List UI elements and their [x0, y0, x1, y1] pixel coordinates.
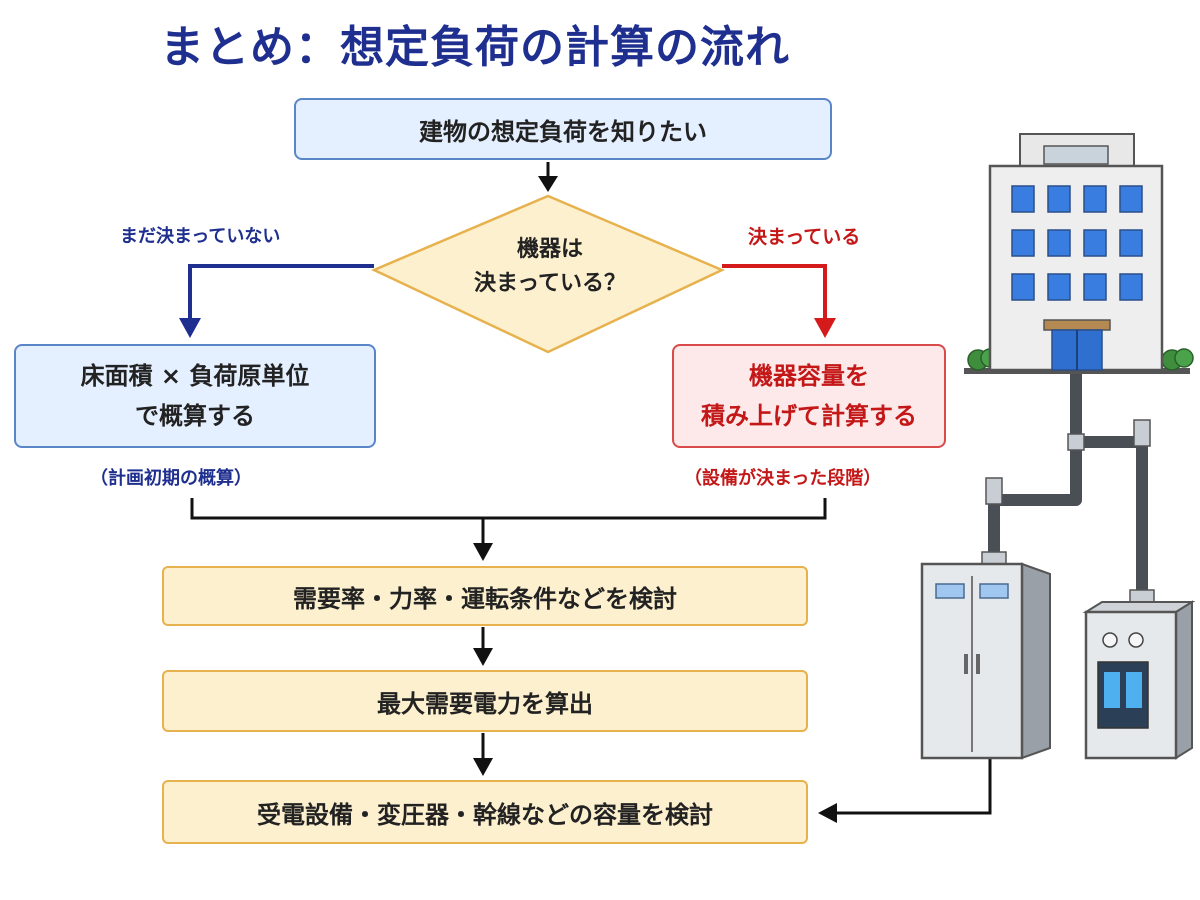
step-demand-factor-text: 需要率・力率・運転条件などを検討	[293, 584, 677, 613]
equipment-sum-note: （設備が決まった段階）	[684, 468, 882, 489]
arrowhead-merge-down	[473, 543, 493, 561]
step-capacity-review: 受電設備・変圧器・幹線などの容量を検討	[162, 780, 808, 844]
arrow-left-branch	[188, 264, 374, 320]
electrical-cubicle-icon	[920, 562, 1051, 760]
step-max-demand-text: 最大需要電力を算出	[377, 689, 593, 718]
cable-conduit-joint-icon	[981, 419, 1155, 605]
control-panel-icon	[1082, 600, 1196, 760]
diagram-title: まとめ：想定負荷の計算の流れ	[160, 22, 790, 73]
cable-conduit-icon	[988, 374, 1148, 600]
arrowhead-step2-to-step3	[473, 758, 493, 776]
branch-right-label: 決まっている	[748, 226, 861, 248]
arrowhead-start-to-decision	[538, 176, 558, 192]
branch-left-label: まだ決まっていない	[120, 226, 281, 247]
decision-text: 機器は 決まっている？	[473, 237, 627, 296]
arrowhead-equipment-to-step3	[818, 803, 837, 823]
start-box: 建物の想定負荷を知りたい	[294, 98, 832, 160]
arrow-right-branch	[722, 264, 827, 320]
merge-line	[190, 498, 827, 520]
step-max-demand: 最大需要電力を算出	[162, 670, 808, 732]
arrowhead-left-branch	[179, 318, 201, 338]
step-demand-factor: 需要率・力率・運転条件などを検討	[162, 566, 808, 626]
office-building-icon	[964, 133, 1194, 374]
arrowhead-right-branch	[814, 318, 836, 338]
area-estimate-note: （計画初期の概算）	[90, 468, 252, 489]
area-estimate-text: 床面積 × 負荷原単位 で概算する	[80, 362, 310, 430]
equipment-sum-box: 機器容量を 積み上げて計算する	[672, 344, 946, 448]
arrow-equipment-to-step3	[835, 750, 992, 815]
arrowhead-step1-to-step2	[473, 648, 493, 666]
equipment-sum-text: 機器容量を 積み上げて計算する	[701, 362, 917, 430]
step-capacity-review-text: 受電設備・変圧器・幹線などの容量を検討	[257, 800, 713, 829]
decision-diamond	[370, 194, 726, 354]
start-box-text: 建物の想定負荷を知りたい	[419, 117, 707, 146]
area-estimate-box: 床面積 × 負荷原単位 で概算する	[14, 344, 376, 448]
